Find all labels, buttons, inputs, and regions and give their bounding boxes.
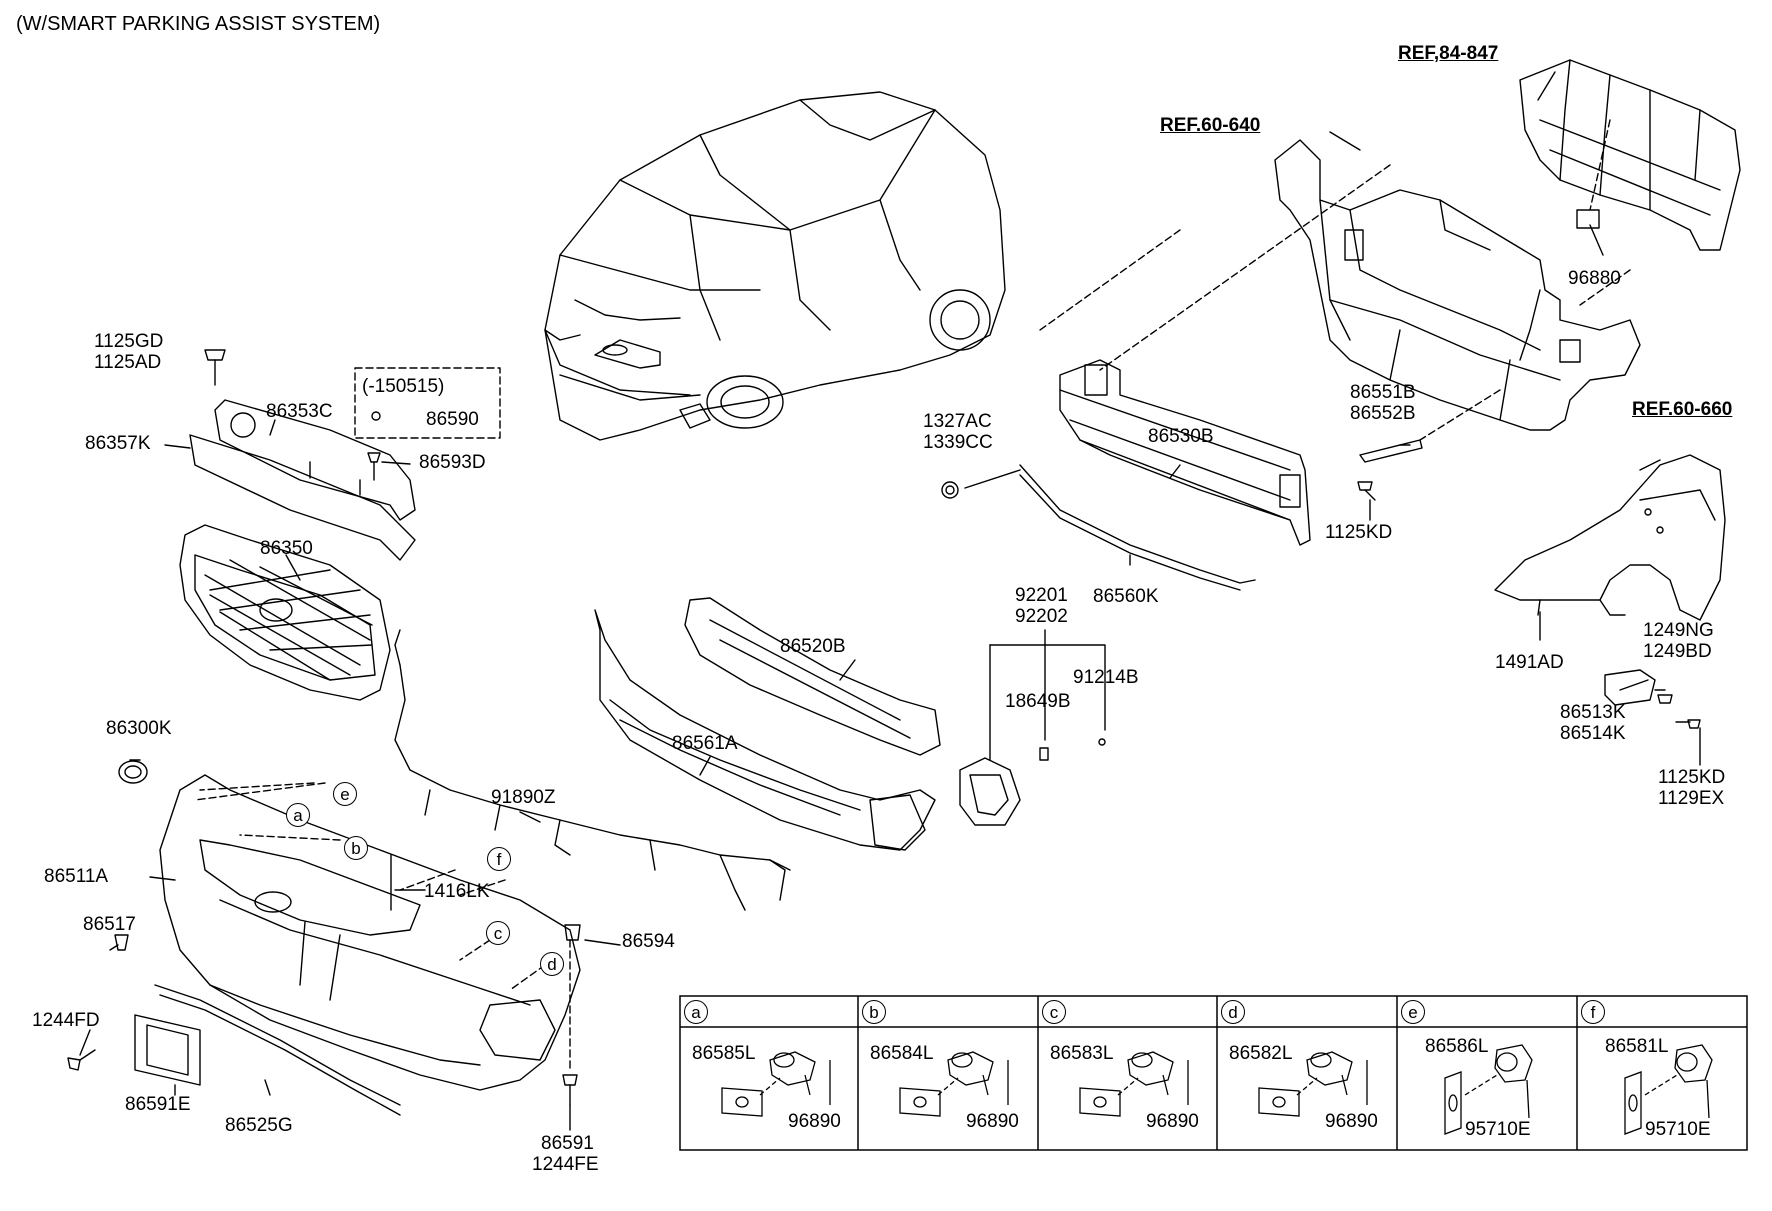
sensor-thumbnail-f [1624,1044,1713,1135]
ref-60-640-label[interactable]: REF.60-640 [1160,115,1261,136]
lower-grille [594,609,936,851]
bumper-cover [159,774,581,1091]
callout-d[interactable]: d [540,952,564,976]
part-1129EX[interactable]: 1129EX [1658,788,1725,809]
energy-absorber [684,597,941,756]
ref-60-660-label[interactable]: REF.60-660 [1632,399,1733,420]
sensor-table-grid [679,995,1748,1151]
part-92202[interactable]: 92202 [1015,606,1068,627]
part-86511A[interactable]: 86511A [44,866,109,887]
callout-b[interactable]: b [344,836,368,860]
bracket-86583L[interactable]: 86583L [1050,1043,1114,1064]
part-86525G[interactable]: 86525G [225,1115,293,1136]
part-86350[interactable]: 86350 [260,538,313,559]
table-callout-a[interactable]: a [684,1000,708,1024]
part-86591[interactable]: 86591 [541,1133,594,1154]
bracket-86586L[interactable]: 86586L [1425,1036,1489,1057]
parking-sensor-harness [394,629,791,911]
part-1244FE[interactable]: 1244FE [532,1154,599,1175]
table-callout-b[interactable]: b [862,1000,886,1024]
emblem-outline [118,760,148,784]
callout-f[interactable]: f [487,847,511,871]
part-1125KD-fender[interactable]: 1125KD [1658,767,1726,788]
bracket-86584L[interactable]: 86584L [870,1043,934,1064]
part-1244FD[interactable]: 1244FD [32,1010,100,1031]
bracket-86581L[interactable]: 86581L [1605,1036,1669,1057]
callout-c[interactable]: c [486,921,510,945]
part-86300K[interactable]: 86300K [106,718,172,739]
part-86551B[interactable]: 86551B [1350,382,1416,403]
part-86560K[interactable]: 86560K [1093,586,1159,607]
table-callout-d[interactable]: d [1221,1000,1245,1024]
bracket-86585L[interactable]: 86585L [692,1043,756,1064]
part-1249BD[interactable]: 1249BD [1643,641,1712,662]
part-86561A[interactable]: 86561A [672,733,738,754]
part-18649B[interactable]: 18649B [1005,691,1071,712]
sensor-96890-a[interactable]: 96890 [788,1111,841,1132]
part-86517[interactable]: 86517 [83,914,136,935]
sensor-thumbnail-e [1444,1044,1533,1135]
radiator-support [1274,139,1641,431]
sensor-95710E-f[interactable]: 95710E [1645,1119,1711,1140]
part-1249NG[interactable]: 1249NG [1643,620,1714,641]
part-86513K[interactable]: 86513K [1560,702,1626,723]
sensor-96890-d[interactable]: 96890 [1325,1111,1378,1132]
part-86353C[interactable]: 86353C [266,401,333,422]
part-1416LK[interactable]: 1416LK [424,881,490,902]
radiator-grille [179,524,391,701]
part-86520B[interactable]: 86520B [780,636,846,657]
part-96880[interactable]: 96880 [1568,268,1621,289]
sensor-96890-c[interactable]: 96890 [1146,1111,1199,1132]
car-illustration [544,91,1006,441]
license-bracket [134,1014,201,1086]
part-91890Z[interactable]: 91890Z [491,787,556,808]
table-callout-c[interactable]: c [1042,1000,1066,1024]
sensor-thumbnails [721,1044,1713,1135]
upper-carrier [1519,59,1741,251]
sensor-thumbnail-c [1079,1051,1189,1117]
sensor-thumbnail-a [721,1051,831,1117]
part-86357K[interactable]: 86357K [85,433,151,454]
callout-e[interactable]: e [333,782,357,806]
sensor-thumbnail-b [899,1051,1009,1117]
table-callout-e[interactable]: e [1401,1000,1425,1024]
part-1491AD[interactable]: 1491AD [1495,652,1564,673]
part-92201[interactable]: 92201 [1015,585,1068,606]
part-86514K[interactable]: 86514K [1560,723,1626,744]
table-callout-f[interactable]: f [1581,1000,1605,1024]
fog-lamp-bezel [959,757,1021,826]
fender [1494,454,1726,621]
part-1339CC[interactable]: 1339CC [923,432,993,453]
grille-upper-frame [189,399,416,561]
part-1327AC[interactable]: 1327AC [923,411,992,432]
callout-a[interactable]: a [286,803,310,827]
part-86552B[interactable]: 86552B [1350,403,1416,424]
bumper-beam [1059,359,1311,546]
part-86530B[interactable]: 86530B [1148,426,1214,447]
part-86591E[interactable]: 86591E [125,1094,191,1115]
part-1125KD-radiator[interactable]: 1125KD [1325,522,1393,543]
part-86593D[interactable]: 86593D [419,452,486,473]
bracket-86582L[interactable]: 86582L [1229,1043,1293,1064]
absorber-strip [1019,464,1256,584]
fender-bracket [1604,669,1656,706]
sensor-thumbnail-d [1258,1051,1368,1117]
part-86590[interactable]: 86590 [426,409,479,430]
part-range-150515: (-150515) [362,376,445,397]
sensor-96890-b[interactable]: 96890 [966,1111,1019,1132]
diagram-title: (W/SMART PARKING ASSIST SYSTEM) [16,13,381,35]
sensor-95710E-e[interactable]: 95710E [1465,1119,1531,1140]
part-86594[interactable]: 86594 [622,931,675,952]
ref-84-847-label[interactable]: REF,84-847 [1398,43,1499,64]
lower-trim [154,984,401,1106]
part-1125AD[interactable]: 1125AD [94,352,162,373]
part-91214B[interactable]: 91214B [1073,667,1139,688]
part-1125GD[interactable]: 1125GD [94,331,164,352]
